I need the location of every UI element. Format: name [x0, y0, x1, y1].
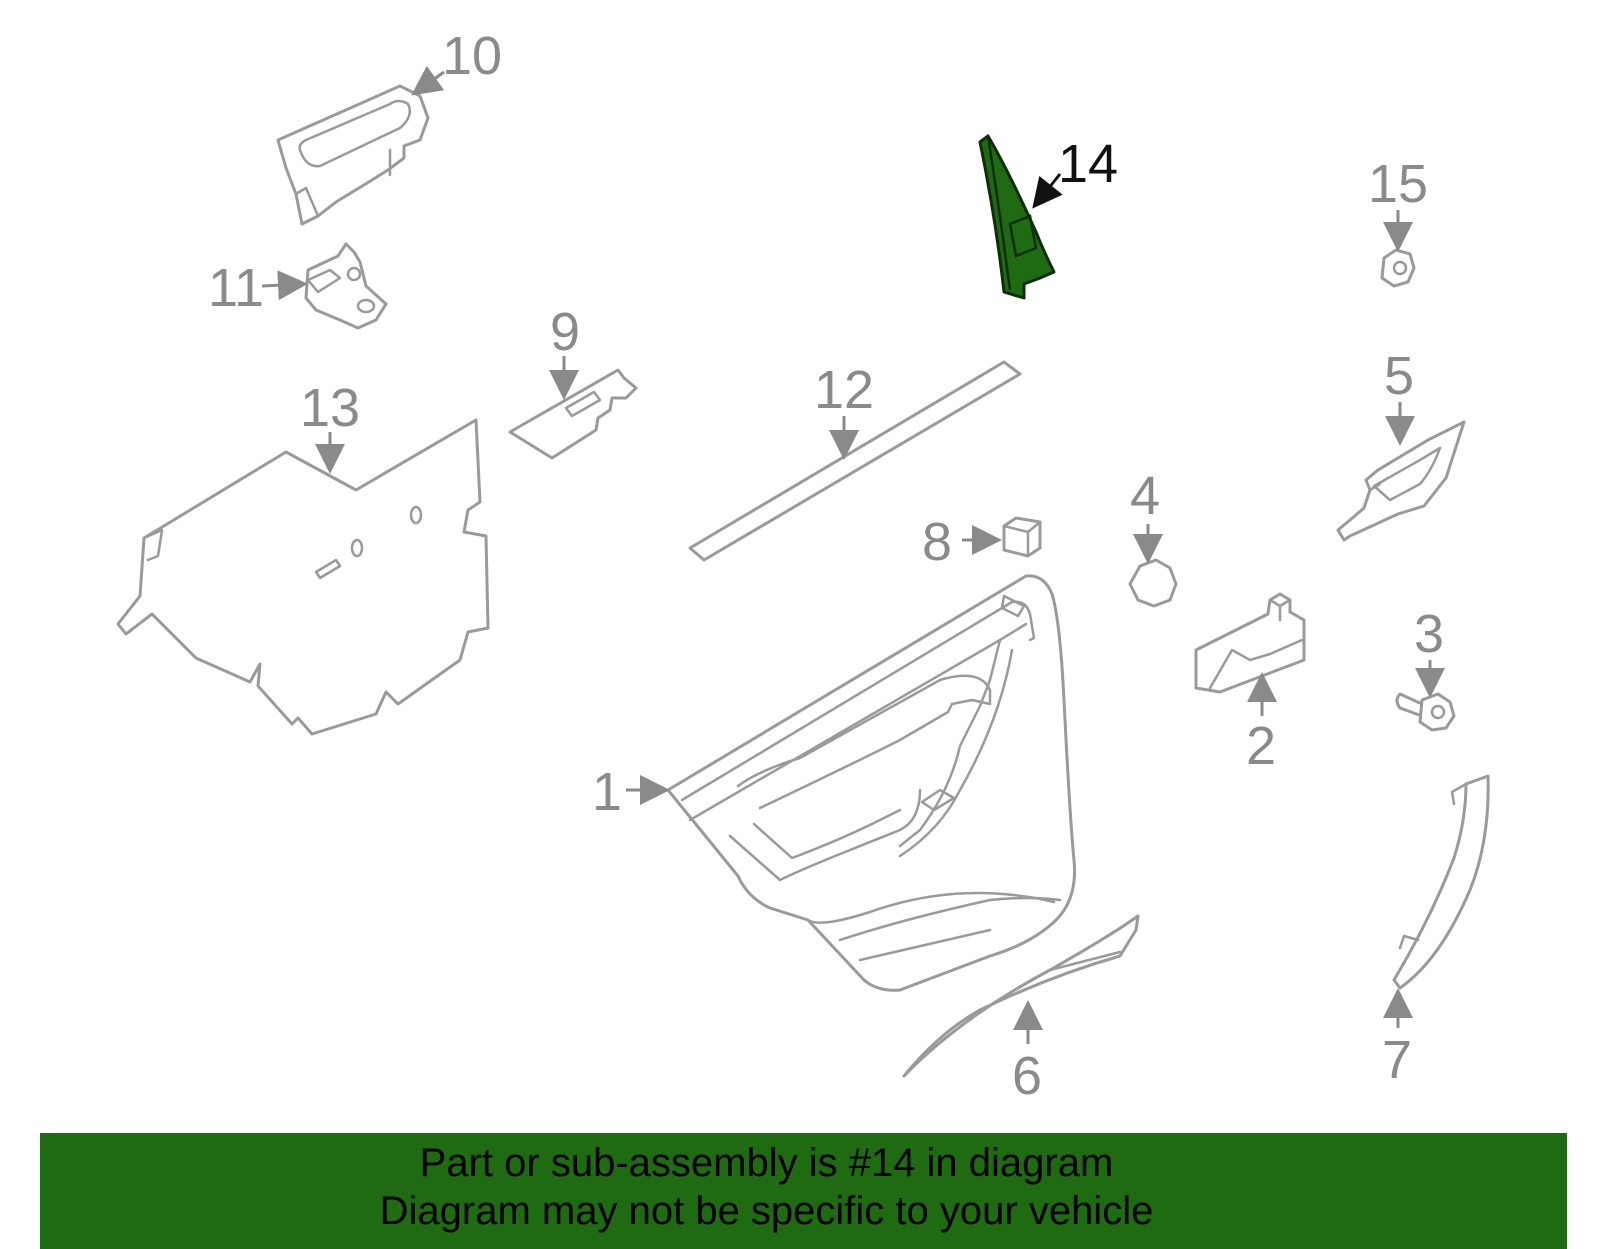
info-banner: Part or sub-assembly is #14 in diagram D…	[40, 1133, 1567, 1249]
callout-numbers: 10 11 13 9 12 14 15 5 8 4 2 3 1 6 7	[208, 26, 1444, 1106]
part-3-bolt	[1395, 692, 1456, 732]
callout-3: 3	[1414, 604, 1444, 664]
part-14-trim-highlighted	[978, 134, 1056, 300]
callout-5: 5	[1384, 346, 1414, 406]
part-7-pillar-strip	[1392, 774, 1490, 990]
part-8-clip	[1002, 516, 1042, 558]
callout-8: 8	[922, 512, 952, 572]
part-6-lower-strip	[902, 914, 1140, 1078]
part-13-water-shield	[116, 418, 490, 736]
callout-6: 6	[1012, 1046, 1042, 1106]
callout-7: 7	[1382, 1030, 1412, 1090]
callout-1: 1	[592, 762, 622, 822]
part-12-weatherstrip	[688, 360, 1022, 562]
part-15-nut	[1380, 248, 1416, 288]
part-2-bracket	[1194, 592, 1306, 694]
part-4-plug	[1128, 558, 1178, 608]
banner-disclaimer: Diagram may not be specific to your vehi…	[379, 1189, 1154, 1233]
part-1-door-trim-panel	[666, 574, 1077, 992]
callout-2: 2	[1246, 716, 1276, 776]
callout-14: 14	[1058, 134, 1118, 194]
callout-15: 15	[1368, 154, 1428, 214]
part-9-switch-bezel	[508, 368, 638, 460]
callout-10: 10	[442, 26, 502, 86]
leader-lines	[261, 65, 1445, 1044]
part-11-bracket	[304, 242, 388, 330]
part-10-trim	[276, 84, 430, 226]
banner-part-note: Part or sub-assembly is #14 in diagram	[419, 1141, 1114, 1185]
callout-11: 11	[208, 258, 264, 318]
callout-9: 9	[550, 302, 580, 362]
part-5-inner-handle	[1336, 420, 1466, 542]
callout-13: 13	[300, 378, 360, 438]
callout-12: 12	[814, 360, 874, 420]
callout-4: 4	[1130, 466, 1160, 526]
